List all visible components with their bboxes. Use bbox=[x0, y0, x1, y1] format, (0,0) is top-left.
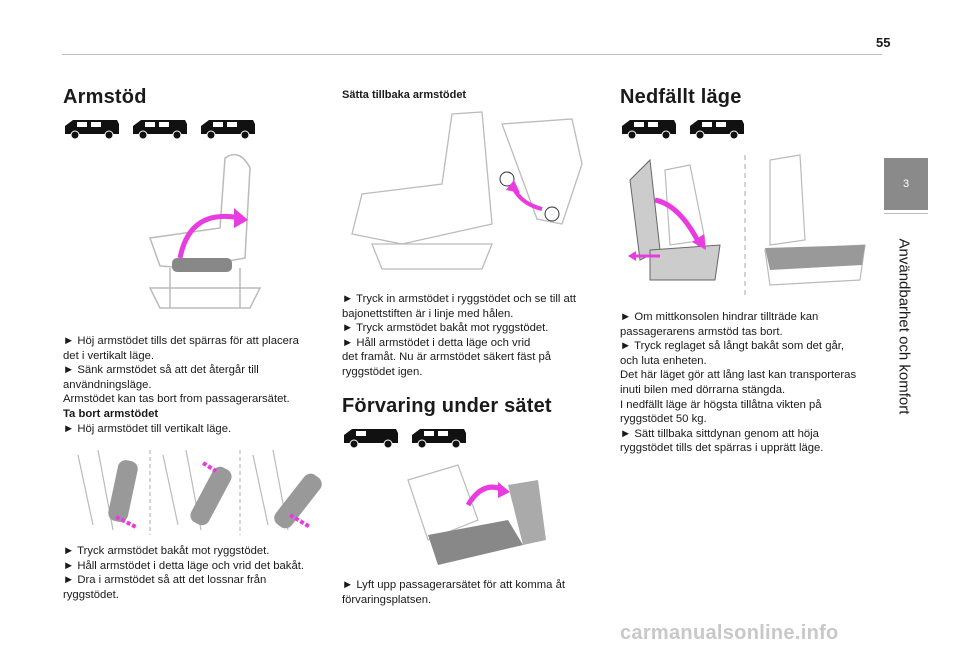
text-line: det i vertikalt läge. bbox=[63, 349, 155, 362]
text-line: inuti bilen med dörrarna stängda. bbox=[620, 383, 786, 396]
text-line: ryggstödet tills det spärras i upprätt l… bbox=[620, 442, 824, 455]
section-title-folded: Nedfällt läge bbox=[620, 86, 742, 108]
text-line: ryggstödet 50 kg. bbox=[620, 413, 707, 426]
van-icon bbox=[344, 429, 398, 449]
vehicle-icons bbox=[63, 116, 257, 140]
armrest-removal-steps bbox=[77, 449, 322, 535]
text-line: ryggstödet igen. bbox=[342, 365, 423, 378]
tab-rule bbox=[884, 213, 928, 214]
text-line: ► Tryck reglaget så långt bakåt som det … bbox=[620, 340, 845, 353]
text-line: ► Dra i armstödet så att det lossnar frå… bbox=[63, 574, 267, 587]
text-line: bajonettstiften är i linje med hålen. bbox=[342, 307, 514, 320]
section-title-storage: Förvaring under sätet bbox=[342, 395, 552, 417]
text-line: Armstödet kan tas bort from passagerarsä… bbox=[63, 393, 290, 406]
text-line: användningsläge. bbox=[63, 378, 152, 391]
van-icon bbox=[412, 429, 466, 449]
col2-para1: ► Tryck in armstödet i ryggstödet och se… bbox=[342, 292, 576, 380]
under-seat-storage-illustration bbox=[407, 464, 546, 565]
van-icon bbox=[690, 120, 744, 140]
text-line: ► Höj armstödet till vertikalt läge. bbox=[63, 422, 232, 435]
col1-para2: ► Tryck armstödet bakåt mot ryggstödet. … bbox=[63, 544, 304, 602]
armrest-refit-illustration bbox=[351, 111, 583, 270]
subheading-remove: Ta bort armstödet bbox=[63, 407, 159, 420]
van-icon bbox=[65, 120, 119, 140]
text-line: det framåt. Nu är armstödet säkert fäst … bbox=[342, 351, 552, 364]
text-line: förvaringsplatsen. bbox=[342, 593, 432, 606]
text-line: ► Tryck armstödet bakåt mot ryggstödet. bbox=[63, 545, 270, 557]
subtitle-refit: Sätta tillbaka armstödet bbox=[342, 89, 467, 101]
watermark-footer: carmanualsonline.info bbox=[620, 622, 839, 644]
text-line: ► Tryck in armstödet i ryggstödet och se… bbox=[342, 293, 577, 305]
col1-para1: ► Höj armstödet tills det spärras för at… bbox=[63, 334, 299, 436]
page-number: 55 bbox=[876, 35, 891, 50]
text-line: I nedfällt läge är högsta tillåtna vikte… bbox=[620, 398, 822, 411]
text-line: Det här läget gör att lång last kan tran… bbox=[620, 369, 857, 382]
text-line: ► Höj armstödet tills det spärras för at… bbox=[63, 335, 299, 347]
text-line: ► Sätt tillbaka sittdynan genom att höja bbox=[620, 427, 819, 440]
vehicle-icons bbox=[342, 425, 468, 449]
col3-para: ► Om mittkonsolen hindrar tillträde kan … bbox=[620, 310, 856, 456]
van-icon bbox=[622, 120, 676, 140]
text-line: ► Om mittkonsolen hindrar tillträde kan bbox=[620, 311, 819, 323]
chapter-tab[interactable]: 3 bbox=[884, 158, 928, 210]
text-line: ryggstödet. bbox=[63, 588, 119, 601]
text-line: passagerarens armstöd tas bort. bbox=[620, 325, 783, 338]
text-line: och luta enheten. bbox=[620, 354, 707, 367]
section-title-armstod: Armstöd bbox=[63, 86, 147, 108]
vehicle-icons bbox=[620, 116, 746, 140]
text-line: ► Håll armstödet i detta läge och vrid bbox=[342, 336, 531, 349]
header-rule bbox=[62, 54, 882, 55]
text-line: ► Tryck armstödet bakåt mot ryggstödet. bbox=[342, 322, 549, 335]
chapter-title: Användbarhet och komfort bbox=[895, 238, 913, 415]
text-line: ► Håll armstödet i detta läge och vrid d… bbox=[63, 559, 305, 572]
van-icon bbox=[133, 120, 187, 140]
text-line: ► Lyft upp passagerarsätet för att komma… bbox=[342, 579, 565, 591]
text-line: ► Sänk armstödet så att det återgår till bbox=[63, 364, 259, 377]
col2-para2: ► Lyft upp passagerarsätet för att komma… bbox=[342, 578, 565, 607]
seat-armrest-raise-illustration bbox=[148, 153, 262, 309]
van-icon bbox=[201, 120, 255, 140]
seat-fold-illustration bbox=[628, 154, 866, 298]
